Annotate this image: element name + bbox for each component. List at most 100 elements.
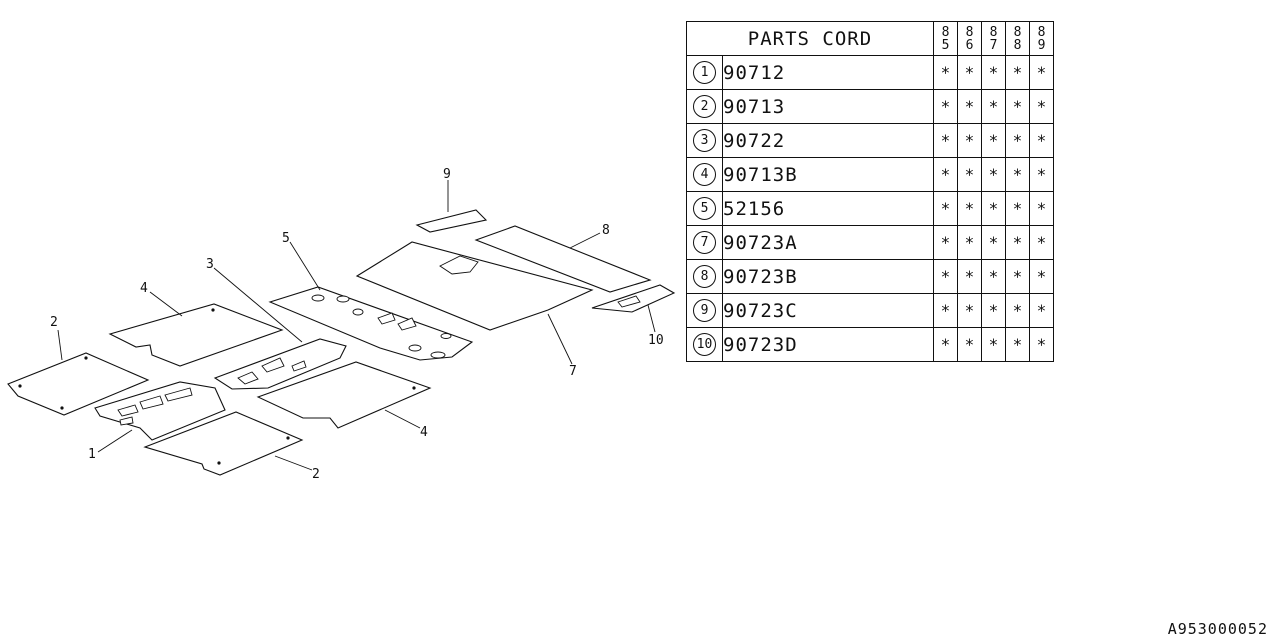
applicability-mark: * bbox=[1029, 191, 1054, 226]
part-code: 90713 bbox=[722, 89, 934, 124]
part-2-left-mat bbox=[7, 352, 150, 416]
applicability-mark: * bbox=[981, 123, 1006, 158]
applicability-mark: * bbox=[1005, 259, 1030, 294]
ref-number-cell: 7 bbox=[686, 225, 723, 260]
applicability-mark: * bbox=[957, 89, 982, 124]
year-digit: 9 bbox=[1037, 37, 1046, 53]
applicability-mark: * bbox=[933, 157, 958, 192]
applicability-mark: * bbox=[933, 225, 958, 260]
callout-7: 7 bbox=[569, 364, 577, 379]
applicability-mark: * bbox=[933, 55, 958, 90]
applicability-mark: * bbox=[1029, 157, 1054, 192]
callout-5: 5 bbox=[282, 231, 290, 246]
ref-number-cell: 1 bbox=[686, 55, 723, 90]
ref-number-cell: 3 bbox=[686, 123, 723, 158]
parts-table-title: PARTS CORD bbox=[686, 21, 934, 56]
applicability-mark: * bbox=[1029, 225, 1054, 260]
part-5-floor-insulator bbox=[268, 286, 474, 361]
applicability-mark: * bbox=[933, 191, 958, 226]
callout-3: 3 bbox=[206, 257, 214, 272]
part-code: 52156 bbox=[722, 191, 934, 226]
year-digit: 6 bbox=[965, 37, 974, 53]
applicability-mark: * bbox=[981, 293, 1006, 328]
ref-number-cell: 4 bbox=[686, 157, 723, 192]
applicability-mark: * bbox=[1029, 123, 1054, 158]
year-digit: 8 bbox=[1013, 37, 1022, 53]
year-digit: 8 bbox=[1037, 24, 1046, 40]
ref-number-cell: 10 bbox=[686, 327, 723, 362]
part-10-trunk-pad bbox=[591, 284, 676, 313]
ref-number: 5 bbox=[693, 197, 716, 220]
applicability-mark: * bbox=[1029, 327, 1054, 362]
part-4-left-mat bbox=[108, 303, 284, 367]
applicability-mark: * bbox=[933, 293, 958, 328]
part-8-rear-panel bbox=[474, 225, 652, 293]
year-digit: 7 bbox=[989, 37, 998, 53]
part-4-rear-mat bbox=[256, 361, 432, 429]
applicability-mark: * bbox=[1005, 123, 1030, 158]
ref-number: 4 bbox=[693, 163, 716, 186]
callout-2-left: 2 bbox=[50, 315, 58, 330]
applicability-mark: * bbox=[981, 89, 1006, 124]
part-9-small-pad bbox=[415, 209, 488, 233]
part-2-rear-left-mat bbox=[143, 411, 304, 476]
ref-number: 9 bbox=[693, 299, 716, 322]
applicability-mark: * bbox=[1029, 55, 1054, 90]
callout-8: 8 bbox=[602, 223, 610, 238]
applicability-mark: * bbox=[957, 55, 982, 90]
applicability-mark: * bbox=[981, 55, 1006, 90]
applicability-mark: * bbox=[957, 157, 982, 192]
callout-1: 1 bbox=[88, 447, 96, 462]
applicability-mark: * bbox=[1005, 55, 1030, 90]
ref-number: 1 bbox=[693, 61, 716, 84]
part-code: 90723D bbox=[722, 327, 934, 362]
ref-number-cell: 5 bbox=[686, 191, 723, 226]
part-3-rear-tunnel-cover bbox=[213, 338, 347, 390]
ref-number-cell: 2 bbox=[686, 89, 723, 124]
part-code: 90712 bbox=[722, 55, 934, 90]
part-1-front-tunnel-cover bbox=[94, 381, 226, 441]
leader-lines bbox=[57, 180, 656, 471]
applicability-mark: * bbox=[933, 89, 958, 124]
ref-number: 8 bbox=[693, 265, 716, 288]
applicability-mark: * bbox=[981, 259, 1006, 294]
year-digit: 8 bbox=[941, 24, 950, 40]
year-digit: 8 bbox=[1013, 24, 1022, 40]
document-id: A953000052 bbox=[1167, 620, 1268, 638]
applicability-mark: * bbox=[1005, 293, 1030, 328]
callout-4-left: 4 bbox=[140, 281, 148, 296]
part-code: 90713B bbox=[722, 157, 934, 192]
year-digit: 8 bbox=[989, 24, 998, 40]
applicability-mark: * bbox=[981, 225, 1006, 260]
part-code: 90722 bbox=[722, 123, 934, 158]
ref-number: 2 bbox=[693, 95, 716, 118]
ref-number-cell: 8 bbox=[686, 259, 723, 294]
part-code: 90723A bbox=[722, 225, 934, 260]
applicability-mark: * bbox=[957, 123, 982, 158]
ref-number: 3 bbox=[693, 129, 716, 152]
applicability-mark: * bbox=[957, 293, 982, 328]
part-code: 90723C bbox=[722, 293, 934, 328]
applicability-mark: * bbox=[1029, 259, 1054, 294]
ref-number: 10 bbox=[693, 333, 716, 356]
applicability-mark: * bbox=[957, 327, 982, 362]
year-digit: 5 bbox=[941, 37, 950, 53]
callout-9: 9 bbox=[443, 167, 451, 182]
applicability-mark: * bbox=[981, 157, 1006, 192]
applicability-mark: * bbox=[1029, 89, 1054, 124]
applicability-mark: * bbox=[933, 123, 958, 158]
applicability-mark: * bbox=[957, 225, 982, 260]
applicability-mark: * bbox=[1005, 157, 1030, 192]
